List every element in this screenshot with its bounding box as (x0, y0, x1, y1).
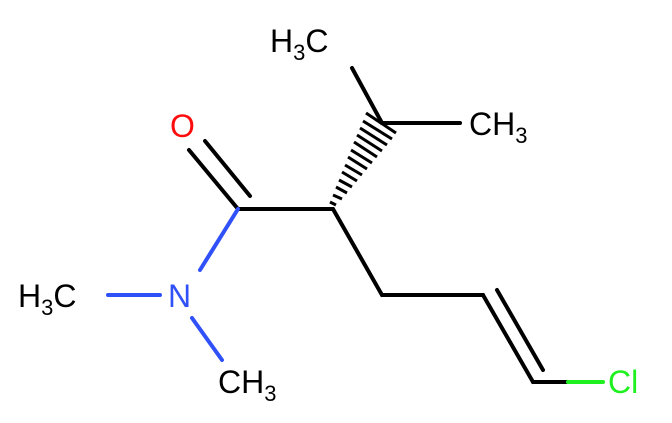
methyl-right-sub: 3 (515, 123, 527, 148)
bond-c4-c5-a (481, 293, 535, 384)
methyl-top-label: H3C (270, 23, 328, 65)
methyl-right-main: CH (469, 106, 515, 142)
bond-c1-n (198, 207, 240, 272)
methyl-n-left-tail: C (53, 278, 76, 314)
methyl-n-bottom-sub: 3 (264, 381, 276, 406)
atom-nitrogen: N (168, 278, 191, 314)
methyl-n-left-main: H (18, 278, 41, 314)
atom-oxygen: O (170, 108, 195, 144)
bond-c1-o-b (203, 139, 252, 198)
bond-n-methyl-bottom (190, 316, 224, 362)
methyl-top-main: H (270, 23, 293, 59)
bond-ipr-methyl-top (350, 66, 384, 125)
methyl-top-sub: 3 (293, 40, 305, 65)
methyl-top-tail: C (305, 23, 328, 59)
methyl-n-left-sub: 3 (41, 295, 53, 320)
methyl-n-bottom-main: CH (218, 364, 264, 400)
methyl-n-left-label: H3C (18, 278, 76, 320)
bond-c1-o-a (187, 148, 240, 211)
bond-c4-c5-b (495, 288, 545, 372)
methyl-n-bottom-label: CH3 (218, 364, 276, 406)
stereo-hashed-wedge (329, 111, 397, 207)
bond-c2-c3 (331, 207, 384, 297)
methyl-right-label: CH3 (469, 106, 527, 148)
atom-chlorine: Cl (608, 364, 638, 400)
